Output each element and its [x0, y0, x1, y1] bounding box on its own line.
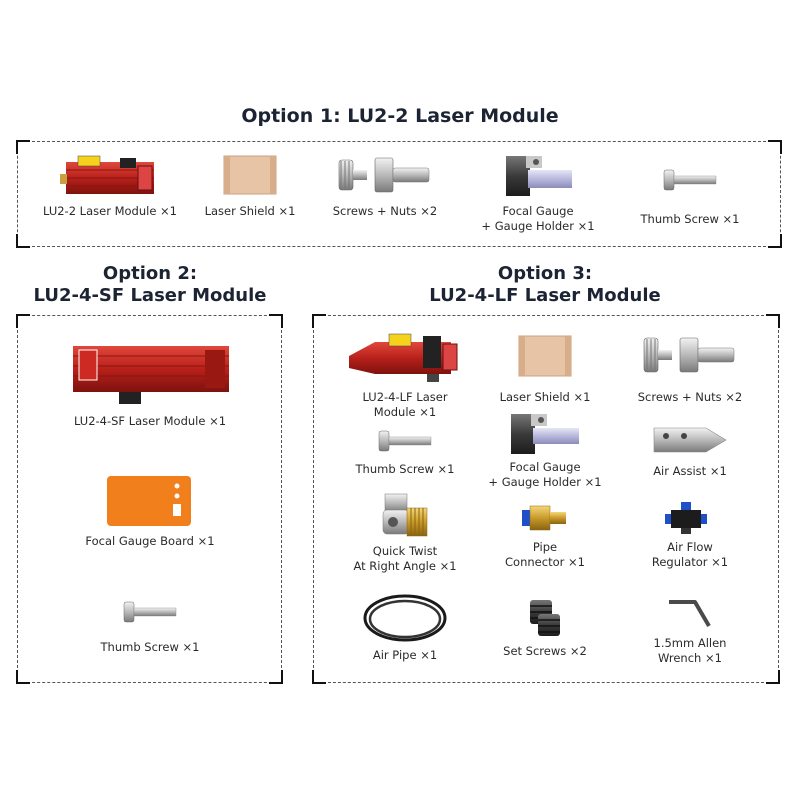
thumb-screw-icon: [663, 169, 717, 191]
option1-label-laser-shield: Laser Shield ×1: [204, 204, 296, 218]
option2-title-line1: Option 2:: [102, 263, 198, 284]
pipe-connector-icon: [522, 505, 566, 531]
option2-item-laser-module: LU2-4-SF Laser Module ×1: [40, 340, 260, 429]
option3-label-air-assist: Air Assist ×1: [653, 464, 727, 478]
option3-item-thumb-screw: Thumb Screw ×1: [330, 428, 480, 477]
option1-label-focal-gauge: Focal Gauge + Gauge Holder ×1: [481, 204, 595, 233]
allen-wrench-icon: [669, 600, 711, 628]
focal-gauge-icon: [511, 414, 579, 454]
quick-twist-icon: [382, 493, 428, 537]
option3-item-focal-gauge: Focal Gauge + Gauge Holder ×1: [470, 412, 620, 490]
focal-gauge-board-icon: [107, 476, 191, 526]
screw-nut-icon: [338, 157, 430, 193]
option3-item-laser-module: LU2-4-LF Laser Module ×1: [330, 330, 480, 420]
option1-item-laser-shield: Laser Shield ×1: [190, 152, 310, 219]
laser-module-icon: [60, 155, 154, 194]
option3-item-air-assist: Air Assist ×1: [620, 424, 760, 479]
option2-label-focal-gauge-board: Focal Gauge Board ×1: [85, 534, 215, 548]
option3-title: Option 3: LU2-4-LF Laser Module: [300, 263, 790, 307]
option2-box: [16, 314, 283, 684]
set-screws-icon: [530, 600, 560, 636]
air-assist-icon: [653, 427, 727, 453]
option1-item-thumb-screw: Thumb Screw ×1: [615, 166, 765, 227]
option1-label-laser-module: LU2-2 Laser Module ×1: [42, 204, 178, 218]
option3-box: [312, 314, 780, 684]
option2-label-laser-module: LU2-4-SF Laser Module ×1: [73, 414, 227, 428]
option3-item-air-pipe: Air Pipe ×1: [330, 592, 480, 663]
option2-label-thumb-screw: Thumb Screw ×1: [100, 640, 200, 654]
option3-label-quick-twist: Quick Twist At Right Angle ×1: [353, 544, 457, 573]
option3-label-air-flow-regulator: Air Flow Regulator ×1: [651, 540, 729, 569]
option2-item-focal-gauge-board: Focal Gauge Board ×1: [40, 472, 260, 549]
option3-item-air-flow-regulator: Air Flow Regulator ×1: [620, 500, 760, 570]
option3-item-laser-shield: Laser Shield ×1: [470, 330, 620, 405]
option1-label-screws-nuts: Screws + Nuts ×2: [332, 204, 438, 218]
option2-title-line2: LU2-4-SF Laser Module: [33, 285, 267, 306]
option3-item-set-screws: Set Screws ×2: [470, 596, 620, 659]
thumb-screw-icon: [378, 430, 432, 452]
laser-shield-icon: [223, 155, 277, 195]
option3-title-line1: Option 3:: [497, 263, 593, 284]
laser-module-lf-icon: [349, 333, 458, 382]
option3-label-laser-module: LU2-4-LF Laser Module ×1: [362, 390, 448, 419]
option3-title-line2: LU2-4-LF Laser Module: [429, 285, 661, 306]
air-pipe-icon: [363, 594, 447, 642]
option3-item-quick-twist: Quick Twist At Right Angle ×1: [330, 492, 480, 574]
option1-title: Option 1: LU2-2 Laser Module: [241, 105, 559, 127]
option1-item-screws-nuts: Screws + Nuts ×2: [315, 152, 455, 219]
screw-nut-icon: [643, 337, 735, 373]
option3-label-thumb-screw: Thumb Screw ×1: [355, 462, 455, 476]
option3-item-pipe-connector: Pipe Connector ×1: [470, 500, 620, 570]
option1-item-focal-gauge: Focal Gauge + Gauge Holder ×1: [463, 152, 613, 234]
laser-module-sf-icon: [73, 346, 229, 404]
option3-item-screws-nuts: Screws + Nuts ×2: [620, 330, 760, 405]
option1-item-laser-module: LU2-2 Laser Module ×1: [35, 152, 185, 219]
option3-label-pipe-connector: Pipe Connector ×1: [505, 540, 585, 569]
thumb-screw-icon: [123, 601, 177, 623]
focal-gauge-icon: [506, 156, 572, 196]
option3-label-allen-wrench: 1.5mm Allen Wrench ×1: [653, 636, 727, 665]
option3-label-air-pipe: Air Pipe ×1: [372, 648, 438, 662]
option1-box: [16, 140, 782, 248]
option2-title: Option 2: LU2-4-SF Laser Module: [0, 263, 300, 307]
option3-label-laser-shield: Laser Shield ×1: [499, 390, 591, 404]
option3-label-set-screws: Set Screws ×2: [503, 644, 587, 658]
air-flow-regulator-icon: [665, 502, 707, 534]
laser-shield-icon: [518, 335, 572, 377]
option3-item-allen-wrench: 1.5mm Allen Wrench ×1: [620, 594, 760, 666]
option2-item-thumb-screw: Thumb Screw ×1: [40, 598, 260, 655]
option3-label-focal-gauge: Focal Gauge + Gauge Holder ×1: [488, 460, 602, 489]
option1-label-thumb-screw: Thumb Screw ×1: [640, 212, 740, 226]
option3-label-screws-nuts: Screws + Nuts ×2: [637, 390, 743, 404]
